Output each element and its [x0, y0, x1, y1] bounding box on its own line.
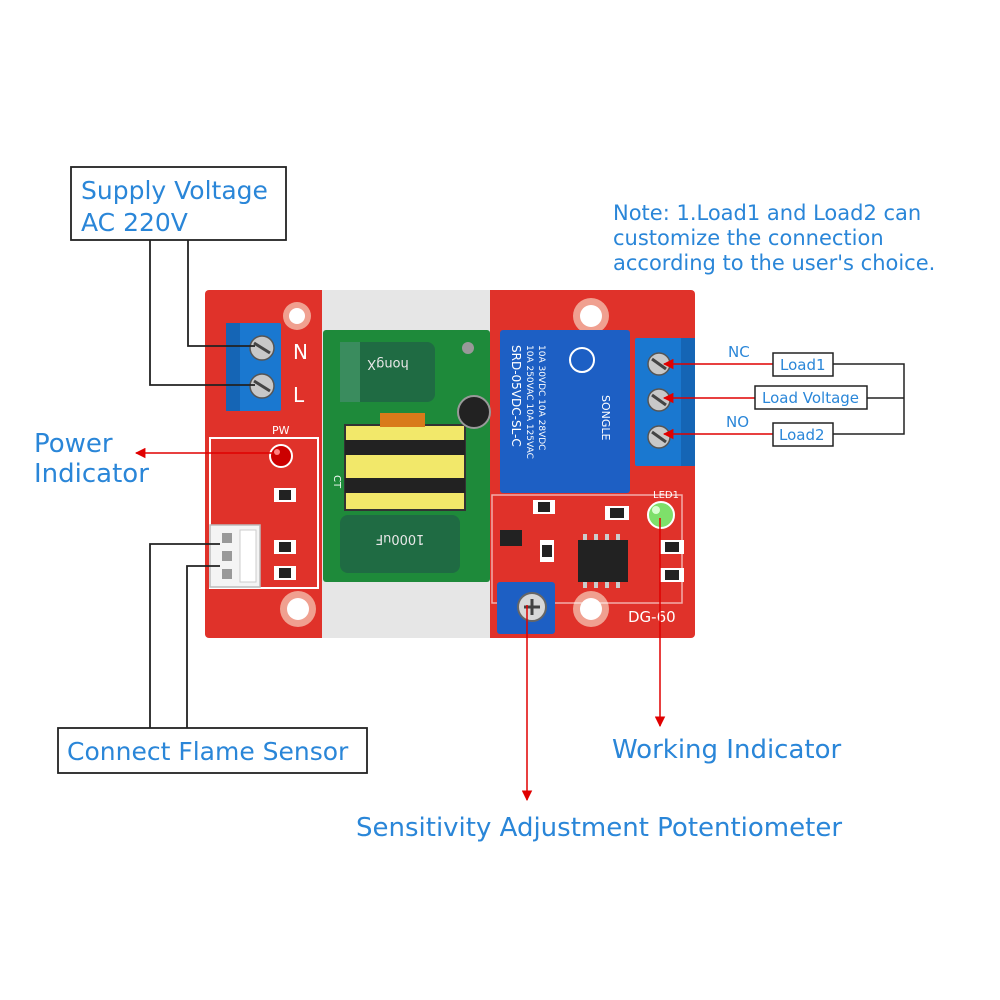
capacitor-brand: hongX: [367, 356, 409, 371]
mounting-hole: [283, 302, 311, 330]
smd-resistor: [660, 540, 684, 554]
working-indicator-label: Working Indicator: [612, 735, 842, 765]
nc-label: NC: [728, 343, 750, 361]
working-led: [647, 501, 675, 529]
smd-resistor: [533, 500, 555, 514]
relay-brand: SONGLE: [599, 395, 612, 441]
supply-wire-l: [149, 240, 255, 386]
sensor-wire-2: [186, 565, 220, 728]
comparator-ic: [578, 534, 628, 588]
ac-terminal-block: [226, 323, 281, 411]
sensor-wire-1: [149, 543, 220, 728]
smd-resistor: [274, 540, 296, 554]
supply-voltage-line2: AC 220V: [81, 208, 188, 237]
note-text: Note: 1.Load1 and Load2 can customize th…: [613, 201, 935, 275]
power-indicator-callout: Power Indicator: [34, 429, 274, 489]
n-mark: N: [293, 340, 308, 364]
flame-sensor-callout: Connect Flame Sensor: [57, 543, 368, 774]
smd-resistor: [274, 566, 296, 580]
load2-label: Load2: [779, 426, 825, 444]
smd-resistor: [605, 506, 629, 520]
pw-mark: PW: [272, 424, 290, 437]
relay-model: SRD-05VDC-SL-C: [509, 345, 523, 447]
capacitor-value: 1000uF: [376, 531, 425, 546]
led1-mark: LED1: [653, 490, 679, 501]
potentiometer: [497, 582, 555, 634]
transistor: [500, 530, 522, 546]
smd-resistor: [274, 488, 296, 502]
supply-wire-n: [187, 240, 255, 347]
load-terminal-block: [635, 338, 695, 466]
power-module: hongX 1000uF CT: [323, 330, 491, 582]
note-line-2: customize the connection: [613, 226, 884, 250]
load-bus-wire: [833, 363, 905, 435]
power-led: [269, 444, 293, 468]
mounting-hole: [573, 298, 609, 334]
smd-resistor: [660, 568, 684, 582]
mounting-hole: [280, 591, 316, 627]
power-indicator-line2: Indicator: [34, 459, 149, 489]
pcb-board: N L PW hongX: [205, 290, 695, 638]
note-line-3: according to the user's choice.: [613, 251, 935, 275]
sensitivity-label: Sensitivity Adjustment Potentiometer: [356, 813, 842, 843]
relay-rating-2: 10A 30VDC 10A 28VDC: [536, 345, 546, 450]
supply-voltage-line1: Supply Voltage: [81, 176, 268, 205]
supply-voltage-callout: Supply Voltage AC 220V: [70, 166, 287, 386]
power-indicator-line1: Power: [34, 429, 113, 459]
working-indicator-callout: Working Indicator: [612, 518, 842, 765]
flame-sensor-label: Connect Flame Sensor: [67, 737, 349, 766]
l-mark: L: [293, 383, 305, 407]
ct-mark: CT: [331, 475, 342, 489]
load-wiring: NC NO Load1 Load Voltage Load2: [662, 343, 905, 447]
sensor-connector: [209, 524, 261, 588]
sensitivity-callout: Sensitivity Adjustment Potentiometer: [356, 605, 842, 843]
no-label: NO: [726, 413, 749, 431]
mounting-hole: [573, 591, 609, 627]
relay-rating-1: 10A 250VAC 10A 125VAC: [524, 345, 534, 459]
load-voltage-label: Load Voltage: [762, 389, 859, 407]
model-mark: DG-60: [628, 608, 676, 626]
note-line-1: Note: 1.Load1 and Load2 can: [613, 201, 921, 225]
smd-resistor: [540, 540, 554, 562]
load1-label: Load1: [780, 356, 826, 374]
relay: SRD-05VDC-SL-C 10A 250VAC 10A 125VAC 10A…: [500, 330, 630, 493]
